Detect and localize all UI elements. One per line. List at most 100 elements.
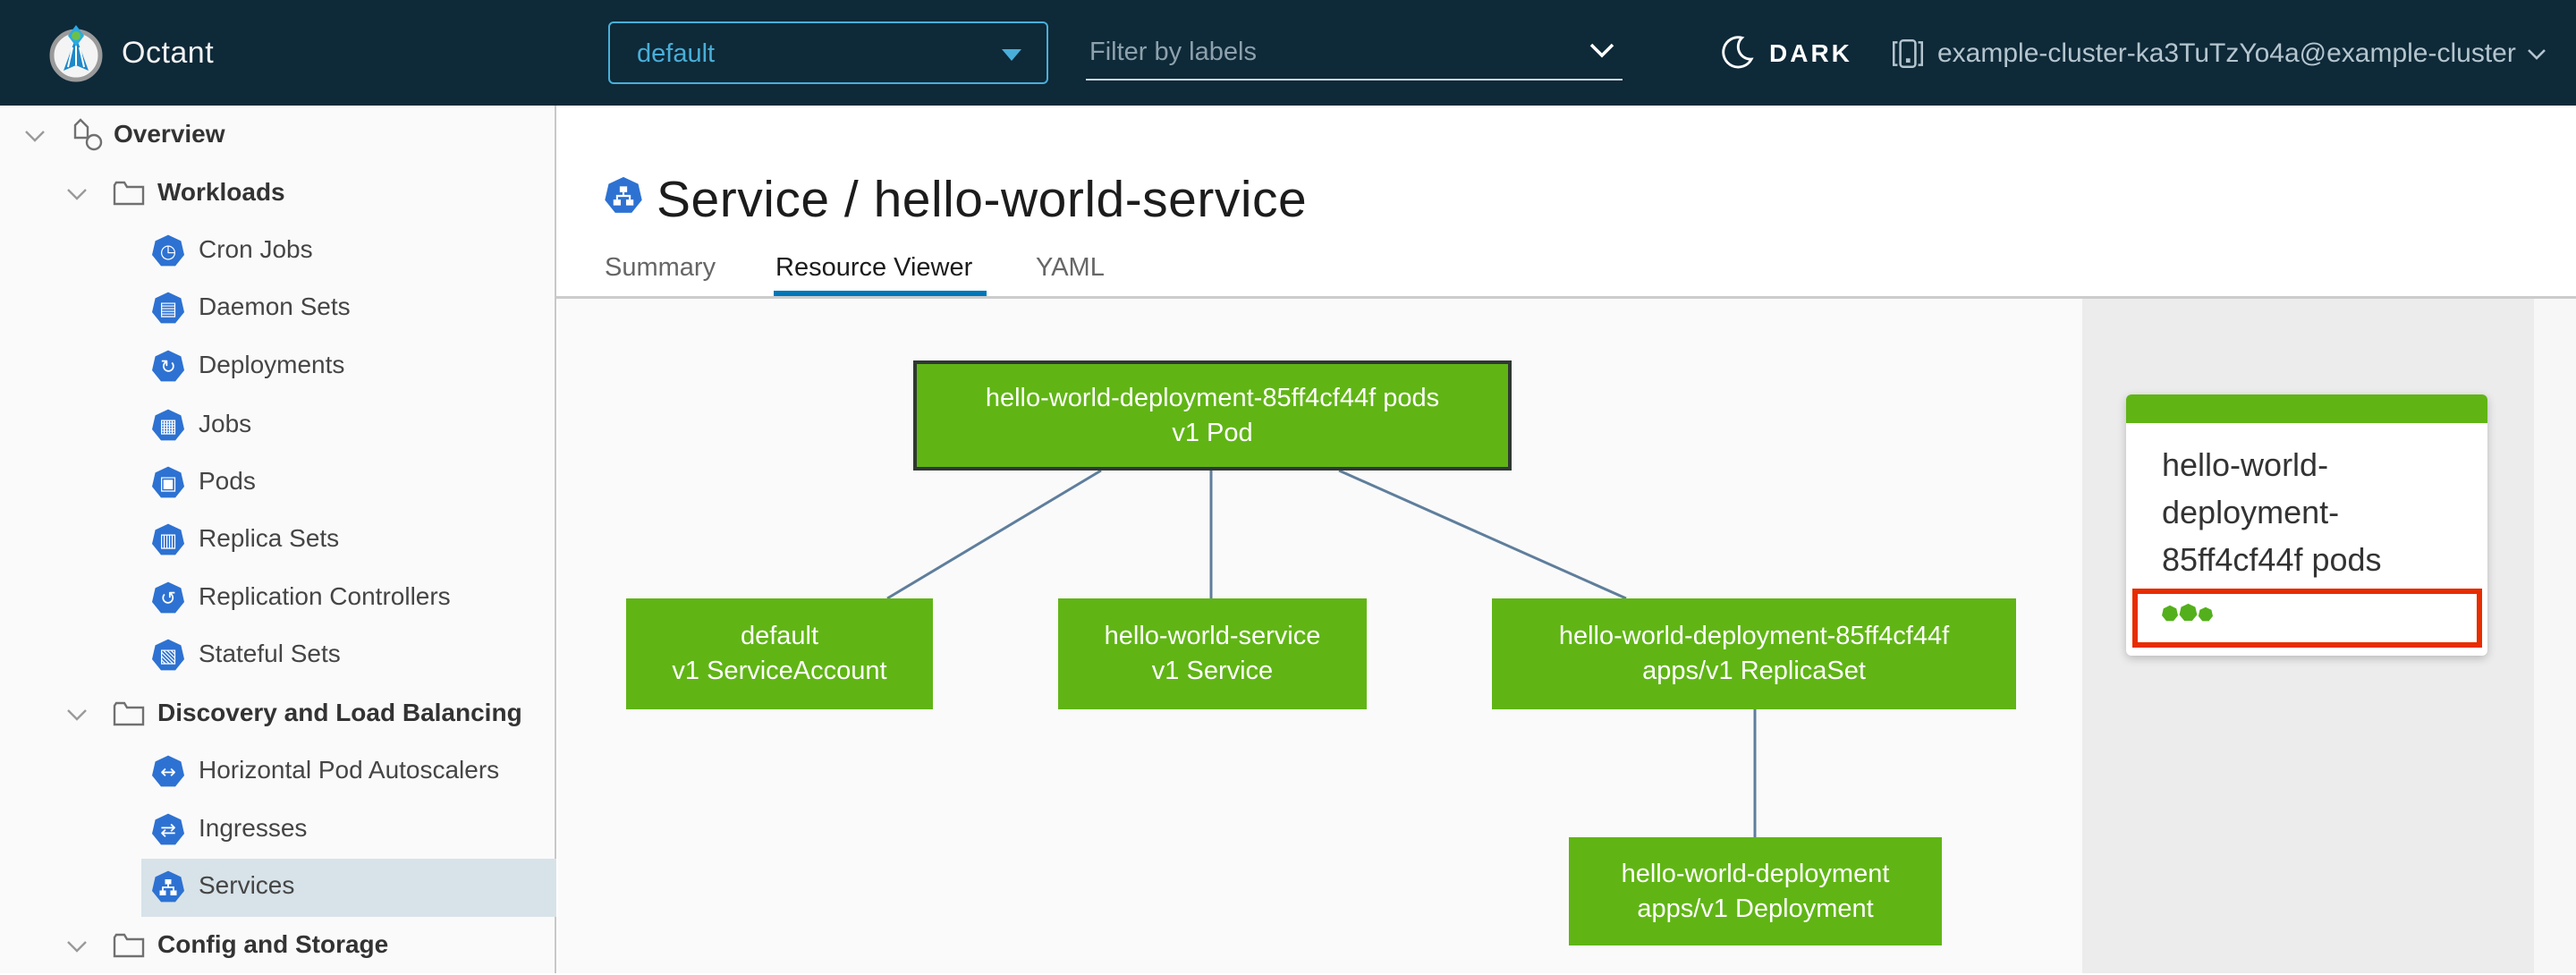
sidebar-item-services[interactable]: Services [0,859,556,916]
pod-ok-dot[interactable] [2162,605,2178,622]
node-detail-panel: hello-world- deployment- 85ff4cf44f pods [2082,299,2534,973]
label-filter-placeholder: Filter by labels [1089,38,1257,66]
sidebar-item-replica-sets[interactable]: ▥ Replica Sets [0,512,556,569]
sidebar-item-stateful-sets[interactable]: ▧ Stateful Sets [0,627,556,684]
objects-icon [73,118,103,151]
service-icon [152,870,184,903]
ingress-icon: ⇄ [152,813,184,845]
sidebar-item-pods[interactable]: ▣ Pods [0,454,556,512]
page-title: Service / hello-world-service [657,171,1308,228]
active-tab-underline [774,291,987,296]
folder-icon [113,181,145,206]
panel-scrollbar-gutter[interactable] [2534,299,2576,973]
caret-down-icon [1002,49,1021,61]
node-label-line1: hello-world-deployment-85ff4cf44f pods [985,383,1440,412]
pod-ok-dot[interactable] [2179,603,2198,622]
service-icon [605,176,642,213]
octant-logo-icon [49,25,103,82]
chevron-down-icon[interactable] [65,708,89,722]
tab-summary[interactable]: Summary [605,253,716,282]
sidebar-item-label: Pods [199,467,256,495]
sidebar-item-jobs[interactable]: ▦ Jobs [0,397,556,454]
app-title: Octant [122,36,215,70]
sidebar-group-label: Workloads [157,178,285,206]
app-header: Octant default Filter by labels DARK exa… [0,0,2576,106]
node-label-line1: hello-world-deployment-85ff4cf44f [1558,622,1950,650]
sidebar-item-label: Jobs [199,410,252,437]
node-label-line1: hello-world-service [1104,622,1321,650]
hpa-icon: ↔ [152,755,184,787]
sidebar-group-discovery-and-load-balancing[interactable]: Discovery and Load Balancing [0,686,556,743]
replicationcontroller-icon: ↺ [152,581,184,614]
sidebar-item-label: Daemon Sets [199,292,351,320]
chevron-down-icon [2527,49,2546,60]
sidebar-item-label: Replica Sets [199,524,340,552]
daemonset-icon: ▤ [152,292,184,324]
sidebar-item-overview[interactable]: Overview [0,107,556,165]
sidebar-group-label: Config and Storage [157,930,389,958]
sidebar-item-deployments[interactable]: ↻ Deployments [0,338,556,395]
content-divider [556,296,2576,299]
chevron-down-icon[interactable] [1589,41,1615,59]
chevron-down-icon[interactable] [65,939,89,954]
replicaset-icon: ▥ [152,523,184,555]
chevron-down-icon[interactable] [23,129,47,143]
sidebar-item-daemon-sets[interactable]: ▤ Daemon Sets [0,280,556,337]
graph-node-replicaset[interactable]: hello-world-deployment-85ff4cf44f apps/v… [1492,598,2016,709]
dark-theme-label: DARK [1769,39,1852,67]
resource-graph-canvas[interactable]: hello-world-deployment-85ff4cf44f pods v… [558,299,2082,973]
folder-icon [113,933,145,958]
sidebar-item-label: Services [199,871,295,899]
selected-row-highlight [141,859,556,917]
folder-icon [113,701,145,726]
sidebar-group-label: Discovery and Load Balancing [157,699,522,726]
sidebar-item-label: Horizontal Pod Autoscalers [199,756,500,784]
statefulset-icon: ▧ [152,639,184,671]
sidebar-item-label: Overview [114,120,225,148]
pod-ok-dot[interactable] [2198,606,2214,622]
tab-yaml[interactable]: YAML [1036,253,1105,282]
node-label-line2: apps/v1 Deployment [1637,894,1874,923]
sidebar-item-horizontal-pod-autoscalers[interactable]: ↔ Horizontal Pod Autoscalers [0,743,556,801]
node-label-line2: v1 Pod [1172,418,1253,447]
cluster-selector-value: example-cluster-ka3TuTzYo4a@example-clus… [1937,38,2516,68]
node-detail-card: hello-world- deployment- 85ff4cf44f pods [2126,394,2487,656]
node-label-line1: hello-world-deployment [1621,859,1890,888]
card-status-bar [2126,394,2487,423]
sidebar-group-workloads[interactable]: Workloads [0,165,556,223]
sidebar-item-label: Replication Controllers [199,582,451,610]
label-filter-input[interactable]: Filter by labels [1086,25,1623,81]
chevron-down-icon[interactable] [65,187,89,201]
node-label-line2: apps/v1 ReplicaSet [1642,657,1866,685]
deployment-icon: ↻ [152,350,184,382]
navigation-sidebar: Overview Workloads ◷ Cron Jobs ▤ Daemon … [0,106,556,973]
node-label-line2: v1 Service [1151,657,1274,685]
cluster-icon [1892,39,1924,68]
job-icon: ▦ [152,409,184,441]
pod-icon: ▣ [152,466,184,498]
namespace-dropdown-value: default [637,39,716,68]
sidebar-item-label: Deployments [199,351,345,378]
graph-node-deployment[interactable]: hello-world-deployment apps/v1 Deploymen… [1569,837,1942,945]
sidebar-item-replication-controllers[interactable]: ↺ Replication Controllers [0,570,556,627]
sidebar-item-ingresses[interactable]: ⇄ Ingresses [0,801,556,859]
sidebar-item-label: Stateful Sets [199,640,341,667]
moon-icon [1722,36,1754,69]
sidebar-group-config-and-storage[interactable]: Config and Storage [0,918,556,975]
sidebar-item-label: Cron Jobs [199,235,313,263]
node-label-line1: default [740,622,819,650]
graph-node-serviceaccount[interactable]: default v1 ServiceAccount [626,598,933,709]
graph-node-pod[interactable]: hello-world-deployment-85ff4cf44f pods v… [913,360,1512,471]
dark-theme-toggle[interactable]: DARK [1719,32,1852,75]
graph-edges [886,469,1757,837]
sidebar-item-cron-jobs[interactable]: ◷ Cron Jobs [0,223,556,280]
node-label-line2: v1 ServiceAccount [672,657,887,685]
namespace-dropdown[interactable]: default [608,21,1048,84]
tab-resource-viewer[interactable]: Resource Viewer [775,253,973,282]
cluster-selector[interactable]: example-cluster-ka3TuTzYo4a@example-clus… [1889,30,2548,77]
graph-node-service[interactable]: hello-world-service v1 Service [1058,598,1367,709]
cronjob-icon: ◷ [152,234,184,267]
card-title: hello-world- deployment- 85ff4cf44f pods [2162,446,2382,578]
pod-status-box [2132,589,2482,648]
sidebar-item-label: Ingresses [199,814,308,842]
